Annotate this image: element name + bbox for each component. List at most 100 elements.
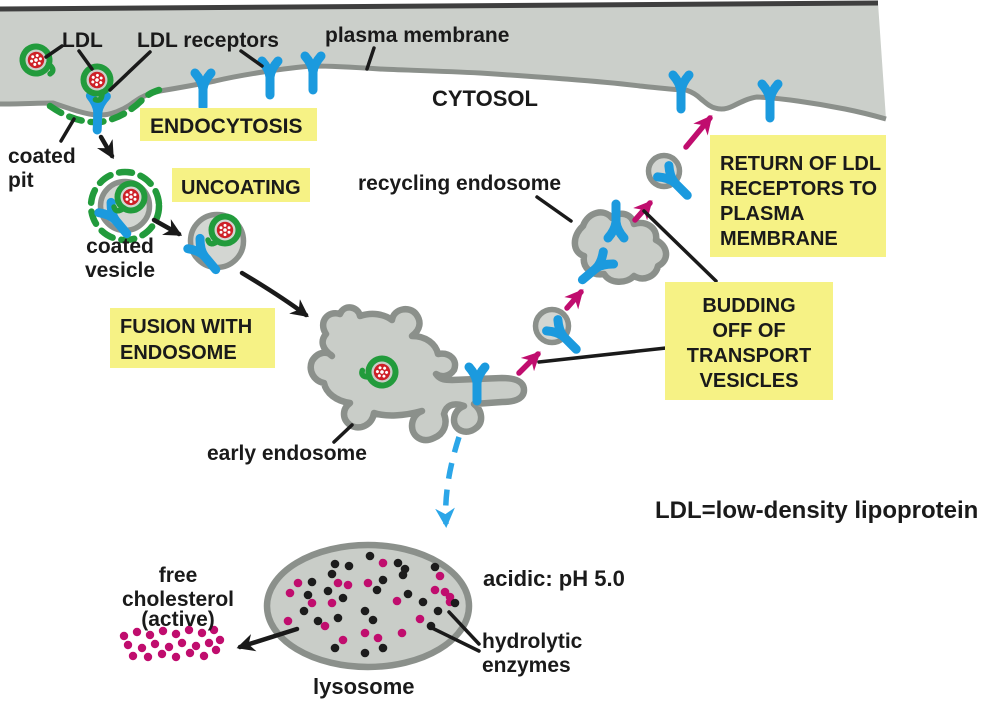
cholesterol-dot: [143, 652, 153, 662]
arrow-uncoating: [151, 217, 183, 237]
cholesterol-dot: [211, 645, 221, 655]
uncoating-box: UNCOATING: [172, 168, 310, 202]
free-cholesterol-label-line1: free: [159, 564, 198, 587]
ldl-receptor: [305, 56, 321, 90]
fusion-box: FUSION WITH ENDOSOME: [110, 308, 275, 368]
cholesterol-dot: [132, 627, 142, 637]
cholesterol-dot: [197, 628, 207, 638]
acidic-ph-label: acidic: pH 5.0: [483, 566, 625, 591]
enzyme-dot: [283, 616, 293, 626]
early-endosome-label: early endosome: [207, 442, 367, 465]
cholesterol-dot: [157, 649, 167, 659]
membrane-top-edge: [0, 0, 879, 12]
pointer-hydrolytic-2: [428, 625, 481, 653]
pointer-ldl-pit: [77, 49, 94, 71]
cholesterol-dot: [177, 638, 187, 648]
ldl-legend-label: LDL=low-density lipoprotein: [655, 497, 978, 524]
ldl-receptor: [195, 73, 211, 107]
enzyme-dot: [313, 616, 323, 626]
endocytosis-label: ENDOCYTOSIS: [150, 115, 302, 138]
cholesterol-dot: [123, 640, 133, 650]
pointer-plasma-membrane: [365, 46, 376, 71]
enzyme-dot: [338, 635, 348, 645]
enzyme-dot: [360, 628, 370, 638]
coated-pit-label-line2: pit: [8, 169, 34, 192]
ldl-receptors-label: LDL receptors: [137, 29, 279, 52]
recycling-endosome-label: recycling endosome: [358, 172, 561, 195]
cholesterol-dot: [185, 648, 195, 658]
return-receptors-box: RETURN OF LDL RECEPTORS TO PLASMA MEMBRA…: [710, 135, 886, 257]
cholesterol-dot: [164, 642, 174, 652]
cholesterol-dot: [128, 651, 138, 661]
enzyme-dot: [285, 588, 295, 598]
budding-box: BUDDING OFF OF TRANSPORT VESICLES: [665, 282, 833, 400]
cholesterol-dot: [199, 651, 209, 661]
enzyme-dot: [327, 598, 337, 608]
enzyme-dot: [378, 575, 388, 585]
early-endosome: [307, 304, 528, 444]
arrow-pit-to-vesicle: [96, 134, 115, 160]
arrow-to-lysosome: [435, 436, 462, 528]
enzyme-dot: [299, 606, 309, 616]
cholesterol-dot: [171, 629, 181, 639]
enzyme-dot: [333, 578, 343, 588]
cholesterol-dot: [215, 635, 225, 645]
enzyme-dot: [343, 580, 353, 590]
clathrin-coat-pit: [46, 86, 163, 126]
recycling-endosome: [571, 204, 670, 286]
cytosol-label: CYTOSOL: [432, 86, 538, 111]
cholesterol-dot: [158, 626, 168, 636]
budding-label-line4: VESICLES: [700, 370, 799, 392]
enzyme-dot: [363, 578, 373, 588]
fusion-label-line1: FUSION WITH: [120, 316, 252, 338]
enzyme-dot: [360, 648, 370, 658]
hydrolytic-enzyme-dots: [283, 551, 460, 658]
ldl-label: LDL: [62, 29, 103, 52]
enzyme-dot: [303, 590, 313, 600]
enzyme-dot: [403, 589, 413, 599]
lysosome-label: lysosome: [313, 674, 415, 699]
return-label-line3: PLASMA: [720, 203, 804, 225]
enzyme-dot: [330, 643, 340, 653]
budding-label-line2: OFF OF: [712, 320, 785, 342]
pointer-budding-1: [537, 346, 668, 364]
cholesterol-dot: [145, 630, 155, 640]
arrow-budding-1: [516, 351, 541, 376]
ldl-receptor: [262, 61, 278, 95]
enzyme-dot: [397, 628, 407, 638]
enzyme-dot: [372, 585, 382, 595]
return-label-line4: MEMBRANE: [720, 228, 838, 250]
enzyme-dot: [378, 643, 388, 653]
cholesterol-dot: [119, 631, 129, 641]
uncoated-vesicle: [188, 211, 247, 275]
cholesterol-dot: [209, 625, 219, 635]
uncoating-label: UNCOATING: [181, 177, 301, 199]
cholesterol-dot: [191, 641, 201, 651]
enzyme-dot: [338, 593, 348, 603]
enzyme-dot: [365, 551, 375, 561]
lysosome: [263, 541, 473, 671]
coated-vesicle-label-line2: vesicle: [85, 259, 155, 282]
cholesterol-dot: [137, 643, 147, 653]
enzyme-dot: [373, 633, 383, 643]
return-label-line1: RETURN OF LDL: [720, 153, 881, 175]
return-label-line2: RECEPTORS TO: [720, 178, 877, 200]
extracellular-space: [0, 3, 886, 119]
enzyme-dot: [307, 598, 317, 608]
cholesterol-dot: [204, 638, 214, 648]
cholesterol-dot: [171, 652, 181, 662]
pointer-recycling-endosome: [535, 195, 573, 223]
enzyme-dot: [445, 592, 455, 602]
enzyme-dot: [323, 586, 333, 596]
transport-vesicle: [645, 152, 693, 201]
enzyme-dot: [392, 596, 402, 606]
budding-label-line1: BUDDING: [702, 295, 795, 317]
enzyme-dot: [330, 559, 340, 569]
cholesterol-dot: [150, 639, 160, 649]
enzyme-dot: [344, 561, 354, 571]
enzyme-dot: [450, 598, 460, 608]
pointer-receptor-pit: [108, 50, 152, 92]
ldl-receptor: [762, 84, 778, 118]
